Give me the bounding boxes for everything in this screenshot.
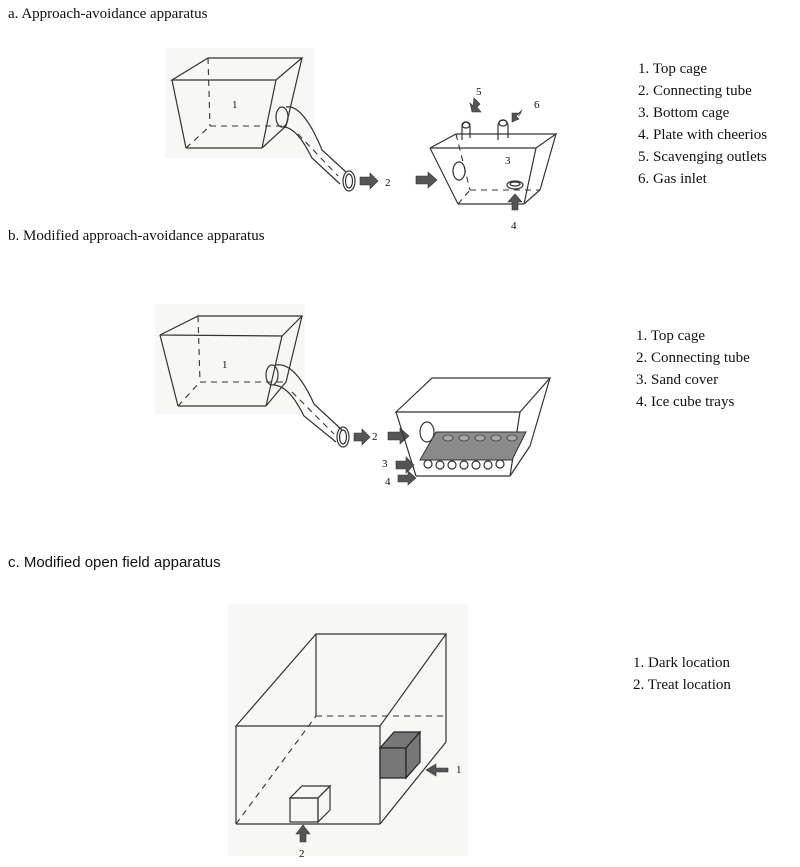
callout-label: 1 [232, 99, 238, 111]
arrow-icon [511, 109, 523, 123]
panel-c-heading: c. Modified open field apparatus [8, 554, 221, 571]
panel-a-top-cage: 1 [165, 48, 315, 158]
panel-b-connecting-tube: 2 [265, 364, 378, 448]
legend-item: 4. Ice cube trays [636, 394, 734, 410]
treat-location-box [288, 784, 332, 824]
callout-label: 1 [456, 764, 462, 776]
arrow-icon [425, 763, 449, 777]
panel-b-top-cage: 1 [155, 304, 305, 414]
arrow-icon [295, 824, 311, 843]
panel-b-heading: b. Modified approach-avoidance apparatus [8, 228, 265, 244]
panel-c-legend: 1. Dark location 2. Treat location [633, 655, 731, 693]
panel-b-callouts: 3 4 [382, 456, 417, 488]
legend-item: 2. Connecting tube [638, 83, 752, 99]
arrow-icon [353, 428, 371, 446]
legend-item: 3. Sand cover [636, 372, 718, 388]
callout-label: 3 [382, 458, 388, 470]
legend-item: 1. Top cage [638, 61, 707, 77]
arrow-icon [415, 171, 438, 189]
arrow-icon [397, 470, 417, 486]
legend-item: 5. Scavenging outlets [638, 149, 767, 165]
panel-c-callouts: 1 2 [295, 763, 462, 860]
callout-label: 1 [222, 359, 228, 371]
arrow-icon [395, 456, 415, 474]
callout-label: 2 [372, 431, 378, 443]
panel-c: c. Modified open field apparatus [8, 554, 731, 860]
panel-a-legend: 1. Top cage 2. Connecting tube 3. Bottom… [638, 61, 767, 187]
panel-c-open-field [228, 604, 468, 856]
panel-b-bottom-cage [387, 377, 552, 477]
callout-label: 4 [511, 220, 517, 232]
legend-item: 3. Bottom cage [638, 105, 730, 121]
legend-item: 4. Plate with cheerios [638, 127, 767, 143]
panel-a-connecting-tube: 2 [275, 106, 391, 192]
arrow-icon [359, 172, 379, 190]
callout-label: 6 [534, 99, 540, 111]
panel-a-callouts: 5 6 4 [469, 86, 540, 232]
dark-location-box [378, 730, 422, 780]
callout-label: 2 [385, 177, 391, 189]
callout-label: 3 [505, 155, 511, 167]
panel-b-legend: 1. Top cage 2. Connecting tube 3. Sand c… [636, 328, 750, 410]
panel-a-heading: a. Approach-avoidance apparatus [8, 6, 208, 22]
legend-item: 1. Top cage [636, 328, 705, 344]
callout-label: 4 [385, 476, 391, 488]
legend-item: 6. Gas inlet [638, 171, 708, 187]
arrow-icon [469, 97, 482, 113]
panel-a-bottom-cage: 3 [415, 119, 558, 205]
legend-item: 1. Dark location [633, 655, 731, 671]
panel-a: a. Approach-avoidance apparatus 1 2 [8, 6, 767, 232]
legend-item: 2. Treat location [633, 677, 731, 693]
legend-item: 2. Connecting tube [636, 350, 750, 366]
callout-label: 5 [476, 86, 482, 98]
panel-b: b. Modified approach-avoidance apparatus… [8, 228, 750, 488]
arrow-icon [507, 193, 523, 211]
callout-label: 2 [299, 848, 305, 860]
